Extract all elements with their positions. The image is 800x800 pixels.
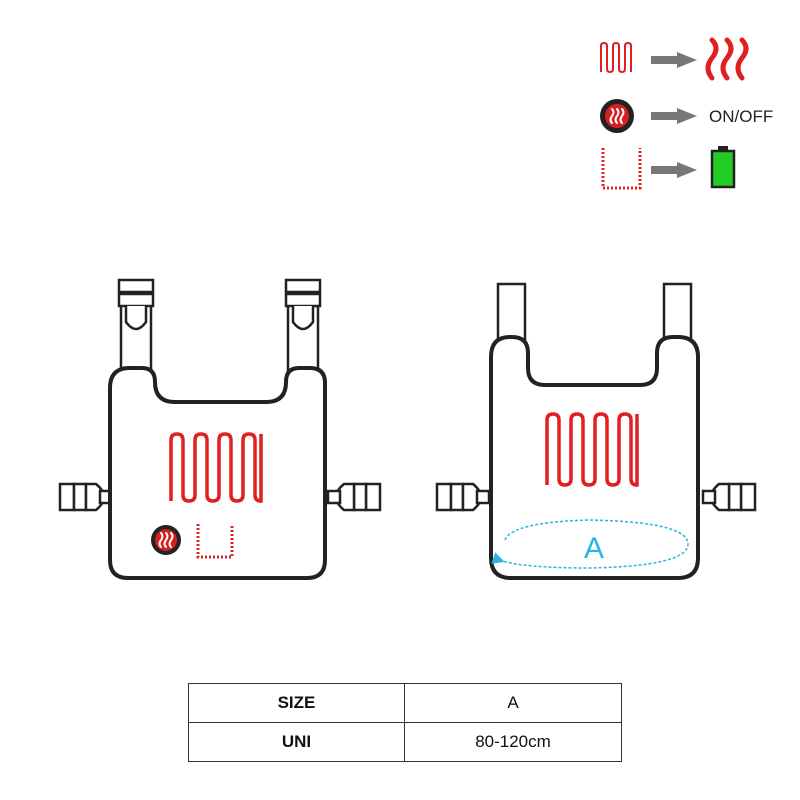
power-button-front-icon (151, 525, 181, 555)
heating-element-icon (600, 41, 632, 74)
heating-element-back (545, 412, 639, 487)
size-table: SIZE A UNI 80-120cm (188, 683, 622, 762)
circumference-arrow (491, 519, 689, 569)
measure-label-a: A (584, 532, 604, 565)
back-side-buckle-left-icon (435, 482, 491, 512)
heating-element-front (169, 432, 263, 503)
size-value-cell: A (404, 683, 622, 723)
gray-arrow-icon (651, 108, 697, 124)
back-side-buckle-right-icon (701, 482, 757, 512)
table-row: UNI 80-120cm (188, 722, 622, 762)
vest-back-view: A (435, 282, 757, 580)
heat-waves-icon (705, 37, 749, 81)
uni-value-cell: 80-120cm (404, 722, 622, 762)
legend: ON/OFF (600, 37, 773, 190)
battery-pocket-front (196, 524, 234, 559)
power-button-icon (600, 99, 634, 133)
gray-arrow-icon (651, 162, 697, 178)
on-off-label: ON/OFF (709, 107, 773, 126)
shoulder-buckle-right-icon (284, 278, 322, 331)
battery-icon (710, 146, 736, 189)
vest-front-view (58, 278, 382, 580)
side-buckle-right-icon (326, 482, 382, 512)
table-row: SIZE A (188, 683, 622, 723)
back-strap-right (662, 282, 693, 346)
side-buckle-left-icon (58, 482, 114, 512)
size-header-cell: SIZE (188, 683, 405, 723)
gray-arrow-icon (651, 52, 697, 68)
battery-pocket-icon (601, 148, 642, 190)
uni-header-cell: UNI (188, 722, 405, 762)
shoulder-buckle-left-icon (117, 278, 155, 331)
